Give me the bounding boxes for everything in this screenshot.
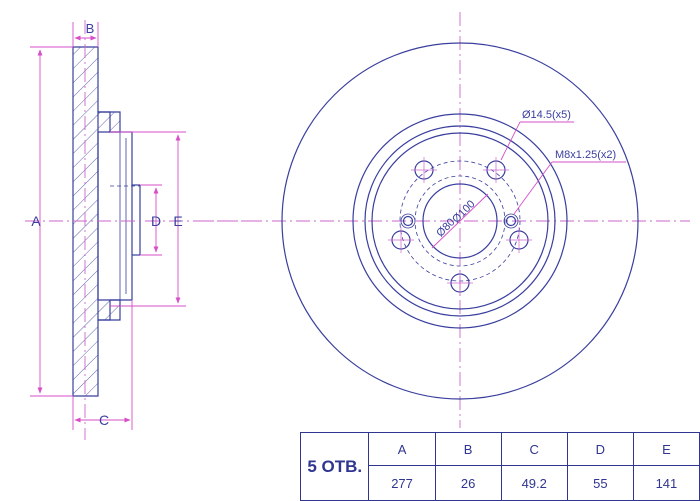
column-header-e: E: [632, 432, 700, 466]
dimension-e-label: E: [173, 213, 182, 229]
spec-table: 5 ОТВ. A B C D E 277 26 49.2 55 141: [299, 432, 700, 501]
braking-surface-inner-edge: [352, 113, 568, 329]
thread-callout: M8x1.25(x2): [555, 149, 616, 161]
dimension-b-label: B: [86, 21, 95, 36]
column-header-d: D: [566, 432, 634, 466]
rim-section: [72, 46, 121, 397]
hat-outer-edge: [364, 125, 556, 317]
threaded-hole: [402, 215, 414, 227]
disc-side-view: [25, 20, 250, 440]
center-bore: [422, 183, 498, 259]
value-d: 55: [566, 465, 634, 501]
threaded-hole: [505, 215, 517, 227]
column-header-c: C: [500, 432, 568, 466]
value-e: 141: [632, 465, 700, 501]
mount-hole-callout: Ø14.5(x5): [522, 109, 571, 121]
spec-table-value-row: 277 26 49.2 55 141: [301, 465, 700, 501]
dimension-c-label: C: [99, 412, 109, 428]
value-b: 26: [434, 465, 502, 501]
column-header-b: B: [434, 432, 502, 466]
disc-outer-edge: [281, 42, 639, 400]
threaded-holes: [400, 213, 519, 229]
bolt-circle-label: Ø100: [450, 198, 478, 226]
dimension-a: A: [30, 46, 73, 397]
hat-inner-edge: [371, 132, 549, 310]
dimension-d-label: D: [151, 213, 161, 229]
hub-section: [97, 111, 133, 321]
dimension-c: C: [72, 300, 133, 430]
dimension-b: B: [72, 21, 99, 47]
dimension-a-label: A: [31, 213, 41, 229]
column-header-a: A: [368, 432, 436, 466]
disc-front-view: Ø80 Ø100 Ø14.5(x5) M8x1.25(x2): [200, 12, 690, 428]
value-a: 277: [368, 465, 436, 501]
dimension-d: D: [140, 184, 162, 256]
value-c: 49.2: [500, 465, 568, 501]
spec-table-header-row: 5 ОТВ. A B C D E: [299, 432, 700, 501]
dimension-e: E: [110, 131, 186, 307]
holes-count-cell: 5 ОТВ.: [299, 432, 370, 501]
